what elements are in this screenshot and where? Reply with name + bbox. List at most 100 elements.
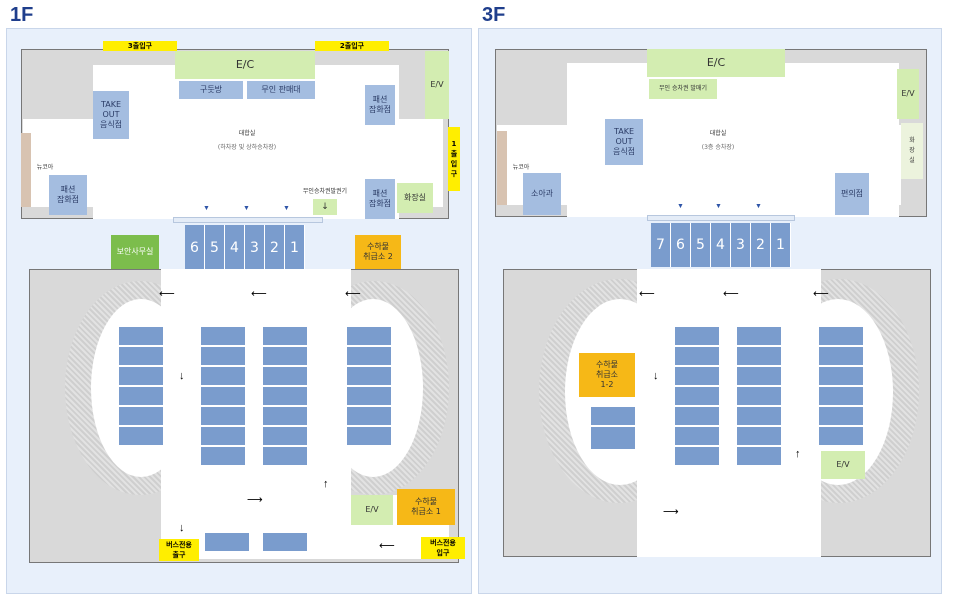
floor-3f-label: 3F: [482, 4, 506, 26]
bus-bay: [119, 347, 163, 367]
bus-bay: [737, 347, 781, 367]
escalator-1f[interactable]: E/C: [175, 51, 315, 79]
floor-1f-panel: 3출입구 2출입구 1 출 입 구 E/C E/V 구둣방 무인 판매대 TAK…: [6, 28, 472, 594]
gate-marker-icon: ▼: [755, 203, 762, 210]
gate-6[interactable]: 6: [185, 225, 205, 271]
arrow-left-icon: ⟵: [379, 540, 395, 552]
bus-bay: [675, 447, 719, 467]
fashion-store-1f-top[interactable]: 패션 잡화점: [365, 85, 395, 125]
waiting-room-1f-title: 대합실: [238, 130, 256, 137]
bus-bay: [819, 387, 863, 407]
parcel-office-1[interactable]: 수하물 취급소 1: [397, 489, 455, 525]
bus-bay: [201, 327, 245, 347]
gate-4[interactable]: 4: [711, 223, 731, 267]
unmanned-kiosk[interactable]: 무인 판매대: [247, 81, 315, 99]
bus-bay: [347, 347, 391, 367]
fashion-store-1f-left[interactable]: 패션 잡화점: [49, 175, 87, 215]
concourse-3f-corridor: [497, 125, 901, 205]
newcore-label-1f: 뉴코아: [36, 164, 54, 171]
bus-bay: [263, 367, 307, 387]
bus-lane-center-3f: [637, 269, 821, 557]
entrance-1-label[interactable]: 1 출 입 구: [448, 127, 460, 191]
bus-bay: [675, 387, 719, 407]
pediatric-clinic[interactable]: 소아과: [523, 173, 561, 215]
gate-7[interactable]: 7: [651, 223, 671, 267]
bus-bay: [737, 327, 781, 347]
entrance-2-label[interactable]: 2출입구: [315, 41, 389, 51]
bus-bay: [263, 407, 307, 427]
gate-marker-icon: ▼: [283, 205, 290, 212]
bus-bay: [119, 387, 163, 407]
shoe-repair-store[interactable]: 구둣방: [179, 81, 243, 99]
arrow-down-icon: ↓: [179, 522, 185, 534]
bus-bay: [675, 427, 719, 447]
gate-1[interactable]: 1: [771, 223, 791, 267]
parcel-office-1-2[interactable]: 수하물 취급소 1-2: [579, 353, 635, 397]
bus-bay: [819, 347, 863, 367]
ticket-machine-3f[interactable]: 무인 승차권 발매기: [649, 79, 717, 99]
bus-bay: [737, 367, 781, 387]
bus-bay: [201, 427, 245, 447]
arrow-up-icon: ↑: [323, 478, 329, 490]
elevator-3f-bottom[interactable]: E/V: [821, 451, 865, 479]
elevator-1f-top[interactable]: E/V: [425, 51, 449, 119]
restroom-3f[interactable]: 화 장 실: [901, 123, 923, 179]
bus-bay: [675, 407, 719, 427]
newcore-label-3f: 뉴코아: [512, 164, 530, 171]
gate-6[interactable]: 6: [671, 223, 691, 267]
bus-bay: [737, 427, 781, 447]
bus-bay: [819, 407, 863, 427]
waiting-room-1f-subtitle: (하차장 및 상하승차장): [217, 144, 277, 151]
bus-bay: [119, 367, 163, 387]
bus-bay: [591, 407, 635, 451]
bus-bay: [347, 407, 391, 427]
gate-5[interactable]: 5: [205, 225, 225, 271]
arrow-up-icon: ↑: [795, 448, 801, 460]
gate-2[interactable]: 2: [751, 223, 771, 267]
parcel-office-2[interactable]: 수하물 취급소 2: [355, 235, 401, 269]
arrow-left-icon: ⟵: [159, 288, 175, 300]
bus-bay: [819, 367, 863, 387]
takeout-restaurant-1f[interactable]: TAKE OUT 음식점: [93, 91, 129, 139]
gate-marker-icon: ▼: [677, 203, 684, 210]
ticket-machine-label-1f: 무인승차권발권기: [302, 188, 348, 195]
gate-3[interactable]: 3: [245, 225, 265, 271]
fashion-store-1f-bottom[interactable]: 패션 잡화점: [365, 179, 395, 219]
bus-bay: [119, 327, 163, 347]
takeout-restaurant-3f[interactable]: TAKE OUT 음식점: [605, 119, 643, 165]
restroom-1f[interactable]: 화장실: [397, 183, 433, 213]
elevator-1f-bottom[interactable]: E/V: [351, 495, 393, 525]
escalator-3f[interactable]: E/C: [647, 49, 785, 77]
bus-bay: [263, 427, 307, 447]
gate-4[interactable]: 4: [225, 225, 245, 271]
bus-bay: [263, 387, 307, 407]
floor-1f-label: 1F: [10, 4, 34, 26]
bus-bay: [819, 427, 863, 447]
gate-2[interactable]: 2: [265, 225, 285, 271]
bus-exit-sign[interactable]: 버스전용 출구: [159, 539, 199, 561]
gate-1[interactable]: 1: [285, 225, 305, 271]
bus-bay: [263, 327, 307, 347]
gate-3[interactable]: 3: [731, 223, 751, 267]
security-office[interactable]: 보안사무실: [111, 235, 159, 269]
bus-bay: [201, 367, 245, 387]
gate-platform-1f: [173, 217, 323, 223]
entrance-3-label[interactable]: 3출입구: [103, 41, 177, 51]
bus-entrance-sign[interactable]: 버스전용 입구: [421, 537, 465, 559]
arrow-down-icon: ↓: [179, 370, 185, 382]
newcore-door-1f[interactable]: [21, 133, 31, 207]
bus-bay: [201, 347, 245, 367]
bus-bay: [205, 533, 249, 551]
arrow-left-icon: ⟵: [345, 288, 361, 300]
bus-bay: [347, 367, 391, 387]
ticket-machine-1f[interactable]: ↓: [313, 199, 337, 215]
bus-bay: [201, 407, 245, 427]
newcore-door-3f[interactable]: [497, 131, 507, 205]
gate-platform-3f: [647, 215, 795, 221]
convenience-store[interactable]: 편의점: [835, 173, 869, 215]
bus-bay: [819, 327, 863, 347]
elevator-3f-top[interactable]: E/V: [897, 69, 919, 119]
bus-bay: [263, 533, 307, 551]
arrow-left-icon: ⟵: [639, 288, 655, 300]
gate-5[interactable]: 5: [691, 223, 711, 267]
